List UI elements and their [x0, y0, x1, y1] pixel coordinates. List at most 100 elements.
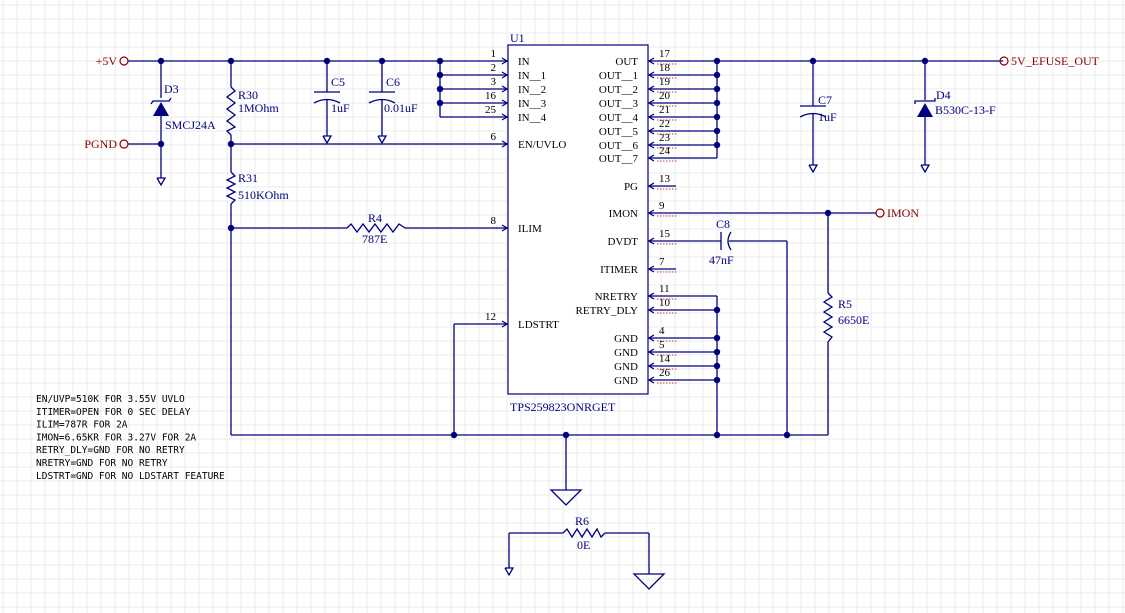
- ic-pin-arrow: [501, 85, 509, 93]
- port-vout-label: 5V_EFUSE_OUT: [1011, 54, 1100, 68]
- ground-symbol-d4: [920, 164, 931, 174]
- ic-pin-arrow: [501, 71, 509, 79]
- d3-ref: D3: [164, 82, 179, 96]
- ic-pin-arrow: [647, 348, 655, 356]
- port-vin: +5V: [96, 54, 129, 68]
- ic-pin-number: 14: [659, 353, 671, 365]
- ic-pin-number: 20: [659, 90, 671, 102]
- c6-value: 0.01uF: [384, 101, 418, 115]
- ic-pin-arrow: [647, 141, 655, 149]
- c5-value: 1uF: [331, 101, 350, 115]
- port-imon-label: IMON: [887, 206, 919, 220]
- ic-pin-name: ILIM: [518, 223, 542, 235]
- r30-resistor: R30 1MOhm: [225, 86, 279, 136]
- ic-pin-number: 25: [485, 104, 497, 116]
- c6-capacitor: C6 0.01uF: [368, 75, 418, 115]
- ic-pin-arrow: [647, 99, 655, 107]
- ic-pin-number: 4: [659, 325, 665, 337]
- ic-pin-name: IN__2: [518, 84, 546, 96]
- ground-symbol-c7: [808, 164, 819, 174]
- junction-dots: [157, 57, 929, 439]
- ic-pin-name: PG: [624, 181, 638, 193]
- ic-pin-name: OUT__1: [599, 70, 638, 82]
- c8-value: 47nF: [709, 253, 734, 267]
- ic-ref: U1: [510, 31, 525, 45]
- ground-symbol-r6-right: [632, 573, 666, 590]
- ic-pin-number: 3: [491, 76, 497, 88]
- c7-capacitor: C7 1uF: [799, 93, 837, 124]
- ic-pin-number: 13: [659, 173, 671, 185]
- c5-ref: C5: [331, 75, 345, 89]
- ic-pin-arrow: [647, 306, 655, 314]
- ic-pin-number: 12: [485, 311, 496, 323]
- ic-pin-name: DVDT: [607, 236, 638, 248]
- note-line: EN/UVP=510K FOR 3.55V UVLO: [36, 394, 185, 405]
- ic-pin-name: OUT__5: [599, 126, 639, 138]
- r6-resistor: R6 0E: [562, 514, 606, 552]
- port-imon: IMON: [875, 206, 919, 220]
- c5-capacitor: C5 1uF: [313, 75, 350, 115]
- ic-pin-name: EN/UVLO: [518, 139, 566, 151]
- r31-ref: R31: [238, 171, 258, 185]
- ic-pin-number: 23: [659, 132, 671, 144]
- ic-pin-name: IN: [518, 56, 530, 68]
- port-vin-label: +5V: [96, 54, 118, 68]
- ic-pin-name: OUT: [615, 56, 638, 68]
- ic-pin-arrow: [647, 209, 655, 217]
- ic-pin-arrow: [647, 237, 655, 245]
- r5-ref: R5: [838, 297, 852, 311]
- ground-symbol-r6-left: [504, 567, 515, 577]
- ic-pin-number: 15: [659, 228, 671, 240]
- ic-pin-arrow: [647, 376, 655, 384]
- ic-pin-name: IN__4: [518, 112, 547, 124]
- ic-pin-number: 6: [491, 131, 497, 143]
- r31-value: 510KOhm: [238, 188, 289, 202]
- ic-pin-number: 8: [491, 215, 497, 227]
- ic-pin-number: 1: [491, 48, 497, 60]
- ic-pin-name: IN__3: [518, 98, 547, 110]
- r5-resistor: R5 6650E: [822, 292, 869, 343]
- note-line: ITIMER=OPEN FOR 0 SEC DELAY: [36, 407, 191, 418]
- ic-pin-number: 7: [659, 256, 665, 268]
- ic-pin-number: 18: [659, 62, 671, 74]
- ic-pin-name: RETRY_DLY: [576, 305, 639, 317]
- ic-pin-arrow: [647, 127, 655, 135]
- ic-pin-number: 24: [659, 145, 671, 157]
- ic-u1: U1 TPS259823ONRGET 1IN2IN__13IN__216IN__…: [485, 31, 677, 414]
- ic-pin-arrow: [647, 334, 655, 342]
- ic-pin-arrow: [647, 362, 655, 370]
- ic-pin-name: OUT__2: [599, 84, 638, 96]
- ic-pin-number: 22: [659, 118, 670, 130]
- c7-value: 1uF: [818, 110, 837, 124]
- ic-pin-name: NRETRY: [595, 291, 638, 303]
- port-pgnd: PGND: [84, 137, 129, 151]
- r4-ref: R4: [368, 211, 382, 225]
- note-line: LDSTRT=GND FOR NO LDSTART FEATURE: [36, 471, 225, 482]
- note-line: ILIM=787R FOR 2A: [36, 420, 128, 431]
- ic-pin-arrow: [501, 99, 509, 107]
- ic-pin-name: GND: [614, 361, 638, 373]
- ic-pin-labels: 1IN2IN__13IN__216IN__325IN__46EN/UVLO8IL…: [485, 48, 677, 387]
- ic-pin-arrow: [647, 154, 655, 162]
- ic-pin-number: 11: [659, 283, 670, 295]
- d4-ref: D4: [936, 88, 951, 102]
- ic-pin-name: ITIMER: [600, 264, 639, 276]
- c8-ref: C8: [716, 217, 730, 231]
- ic-part-number: TPS259823ONRGET: [510, 400, 616, 414]
- ic-pin-name: OUT__6: [599, 140, 639, 152]
- ground-symbol-power: [549, 489, 583, 506]
- ic-pin-name: OUT__3: [599, 98, 639, 110]
- d3-value: SMCJ24A: [165, 118, 216, 132]
- ic-pin-arrow: [647, 71, 655, 79]
- ic-pin-number: 16: [485, 90, 497, 102]
- ic-pin-arrow: [647, 57, 655, 65]
- ic-pin-number: 26: [659, 367, 671, 379]
- port-pgnd-label: PGND: [84, 137, 117, 151]
- ic-pin-name: OUT__4: [599, 112, 639, 124]
- note-line: NRETRY=GND FOR NO RETRY: [36, 458, 168, 469]
- ic-pin-name: IMON: [609, 208, 638, 220]
- ic-pin-arrow: [647, 182, 655, 190]
- ic-pin-arrow: [501, 140, 509, 148]
